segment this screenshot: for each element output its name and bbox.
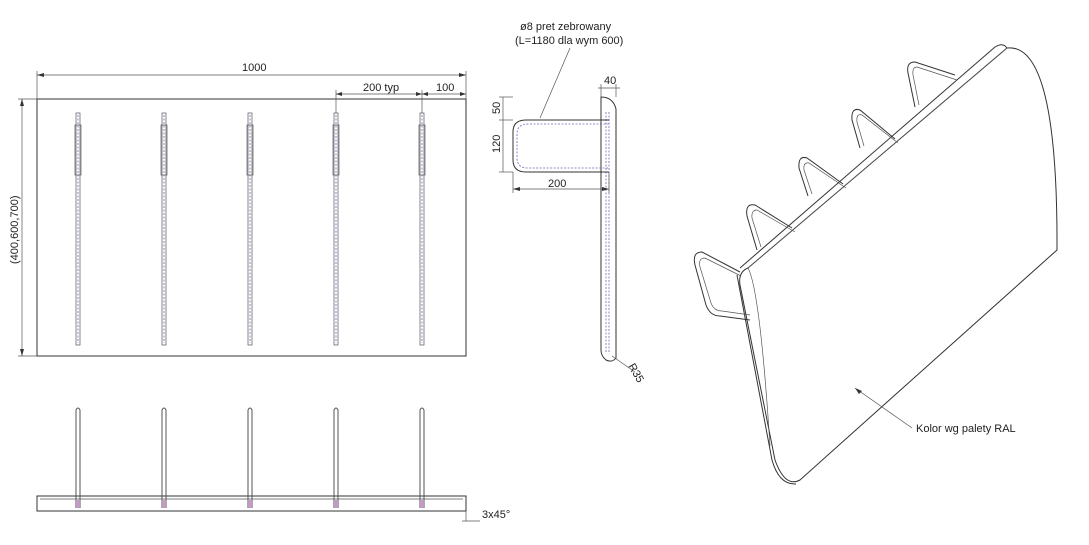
color-note-label: Kolor wg palety RAL: [916, 423, 1016, 435]
bottom-rod-4: [333, 407, 339, 508]
dim-50-label: 50: [491, 102, 503, 114]
iso-rod-3: [798, 157, 844, 197]
bottom-rods: [75, 407, 425, 508]
side-plate: [600, 96, 617, 362]
dim-radius: R35: [611, 355, 646, 385]
dim-spacing-label: 200 typ: [363, 82, 399, 94]
iso-rod-2: [746, 204, 793, 251]
iso-rods: [693, 61, 958, 321]
dim-50-120: 50 120: [491, 96, 513, 173]
rod-note: ø8 pret zebrowany (L=1180 dla wym 600): [515, 21, 623, 119]
dim-40: 40: [598, 75, 620, 97]
rod-note-line2: (L=1180 dla wym 600): [515, 35, 623, 47]
bottom-rod-2: [161, 407, 167, 508]
iso-view: Kolor wg palety RAL: [693, 44, 1058, 485]
color-note: Kolor wg palety RAL: [854, 387, 1016, 435]
dim-spacing: 200 typ 100: [335, 82, 466, 113]
dim-200-label: 200: [548, 178, 566, 190]
dim-width-label: 1000: [242, 62, 266, 74]
iso-rod-5: [907, 61, 956, 108]
rod-5: [418, 112, 426, 346]
dim-height: (400,600,700): [9, 98, 37, 357]
iso-rod-1: [693, 251, 751, 321]
dim-chamfer-label: 3x45°: [482, 509, 510, 521]
front-rods: [74, 112, 426, 346]
iso-rod-4: [851, 109, 896, 149]
dim-radius-label: R35: [625, 362, 645, 385]
rod-2: [160, 112, 168, 346]
iso-plate-front: [739, 47, 1058, 483]
rod-note-line1: ø8 pret zebrowany: [520, 21, 612, 33]
bottom-rod-3: [247, 407, 253, 508]
dim-200: 200: [512, 172, 610, 193]
dim-edge-label: 100: [436, 82, 454, 94]
bottom-view: 3x45°: [36, 407, 510, 522]
dim-height-label: (400,600,700): [9, 196, 21, 265]
bottom-rod-5: [419, 407, 425, 508]
bottom-rod-1: [75, 407, 81, 508]
dim-width: 1000: [36, 62, 467, 99]
rod-3: [246, 112, 254, 346]
plate-outline: [36, 98, 467, 357]
bent-rod: [512, 119, 609, 173]
front-view: 1000 200 typ 100 (400,600,700): [9, 62, 467, 357]
dim-40-label: 40: [604, 75, 616, 87]
dim-120-label: 120: [491, 135, 503, 153]
side-view: 40 50 120 200 R35 ø8 pret zebrowany (L=1…: [491, 21, 646, 385]
rod-1: [74, 112, 82, 346]
dim-chamfer: 3x45°: [462, 509, 510, 522]
rod-4: [332, 112, 340, 346]
